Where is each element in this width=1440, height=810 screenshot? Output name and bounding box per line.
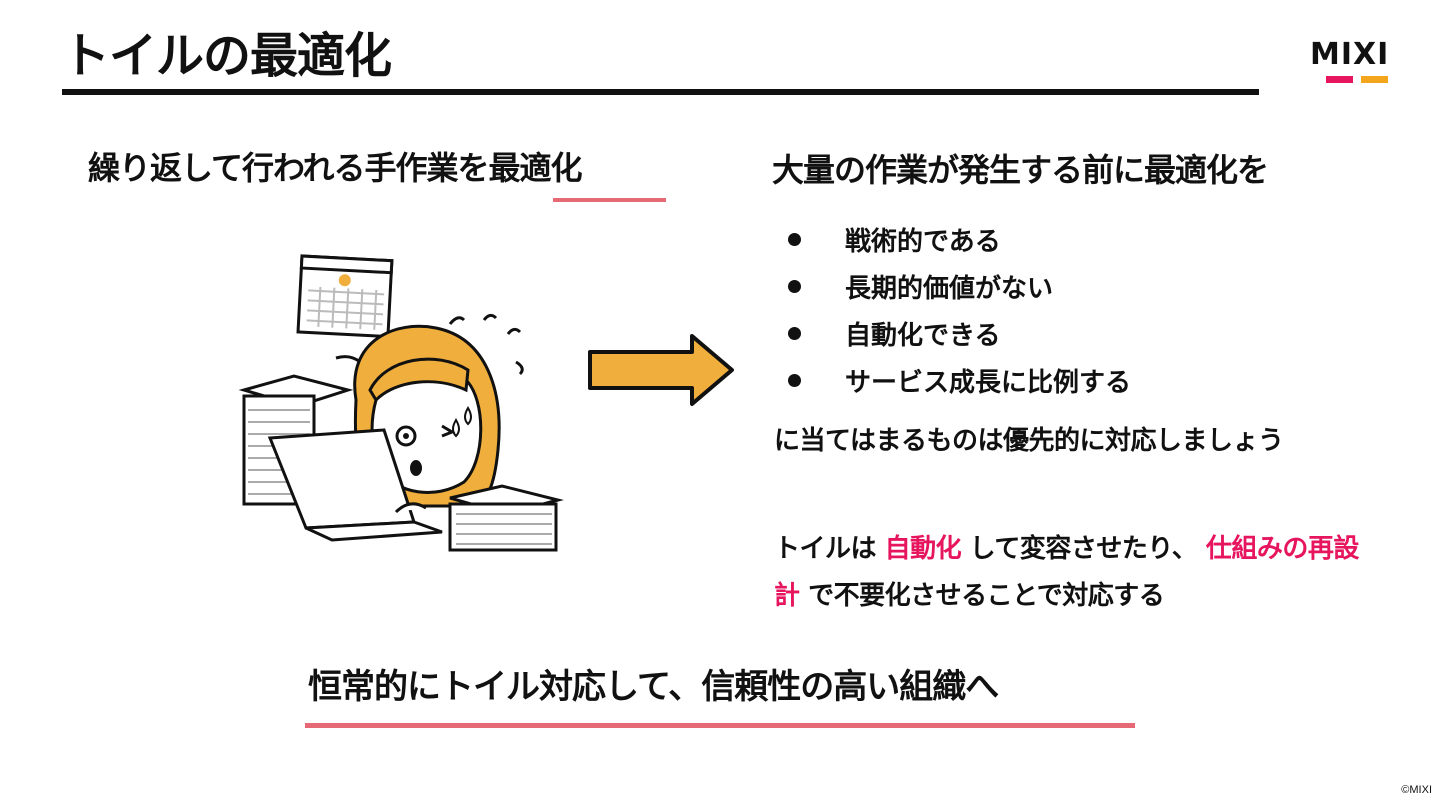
laptop-icon xyxy=(267,428,443,542)
bullet-icon xyxy=(788,233,801,246)
overworked-person-illustration xyxy=(238,254,564,552)
left-heading: 繰り返して行われる手作業を最適化 xyxy=(88,149,582,187)
logo-bar-yellow xyxy=(1361,76,1388,83)
bullet-icon xyxy=(788,374,801,387)
bullet-icon xyxy=(788,280,801,293)
mixi-logo: MIXI xyxy=(1310,40,1402,88)
list-item: 戦術的である xyxy=(788,216,1131,263)
slide-title: トイルの最適化 xyxy=(62,28,392,84)
title-divider xyxy=(62,89,1259,95)
criteria-list: 戦術的である 長期的価値がない 自動化できる サービス成長に比例する xyxy=(788,216,1131,404)
priority-note: に当てはまるものは優先的に対応しましょう xyxy=(774,426,1284,456)
copyright: ©MIXI xyxy=(1401,784,1432,796)
bottom-statement-underline xyxy=(305,723,1135,728)
bottom-statement: 恒常的にトイル対応して、信頼性の高い組織へ xyxy=(308,667,999,707)
right-heading: 大量の作業が発生する前に最適化を xyxy=(772,151,1269,189)
list-item: サービス成長に比例する xyxy=(788,357,1131,404)
logo-wordmark: MIXI xyxy=(1310,37,1390,72)
calendar-icon xyxy=(296,254,394,339)
list-item: 自動化できる xyxy=(788,310,1131,357)
left-heading-underline xyxy=(553,198,666,202)
bullet-icon xyxy=(788,327,801,340)
approach-note: トイルは 自動化 して変容させたり、 仕組みの再設計 で不要化させることで対応す… xyxy=(774,534,1359,611)
right-arrow-icon xyxy=(588,334,734,406)
highlight-automation: 自動化 xyxy=(884,534,962,564)
highlight-redesign: 仕組みの再設計 xyxy=(774,534,1359,611)
paper-stack-right-icon xyxy=(448,484,564,552)
logo-bar-pink xyxy=(1326,76,1353,83)
list-item: 長期的価値がない xyxy=(788,263,1131,310)
